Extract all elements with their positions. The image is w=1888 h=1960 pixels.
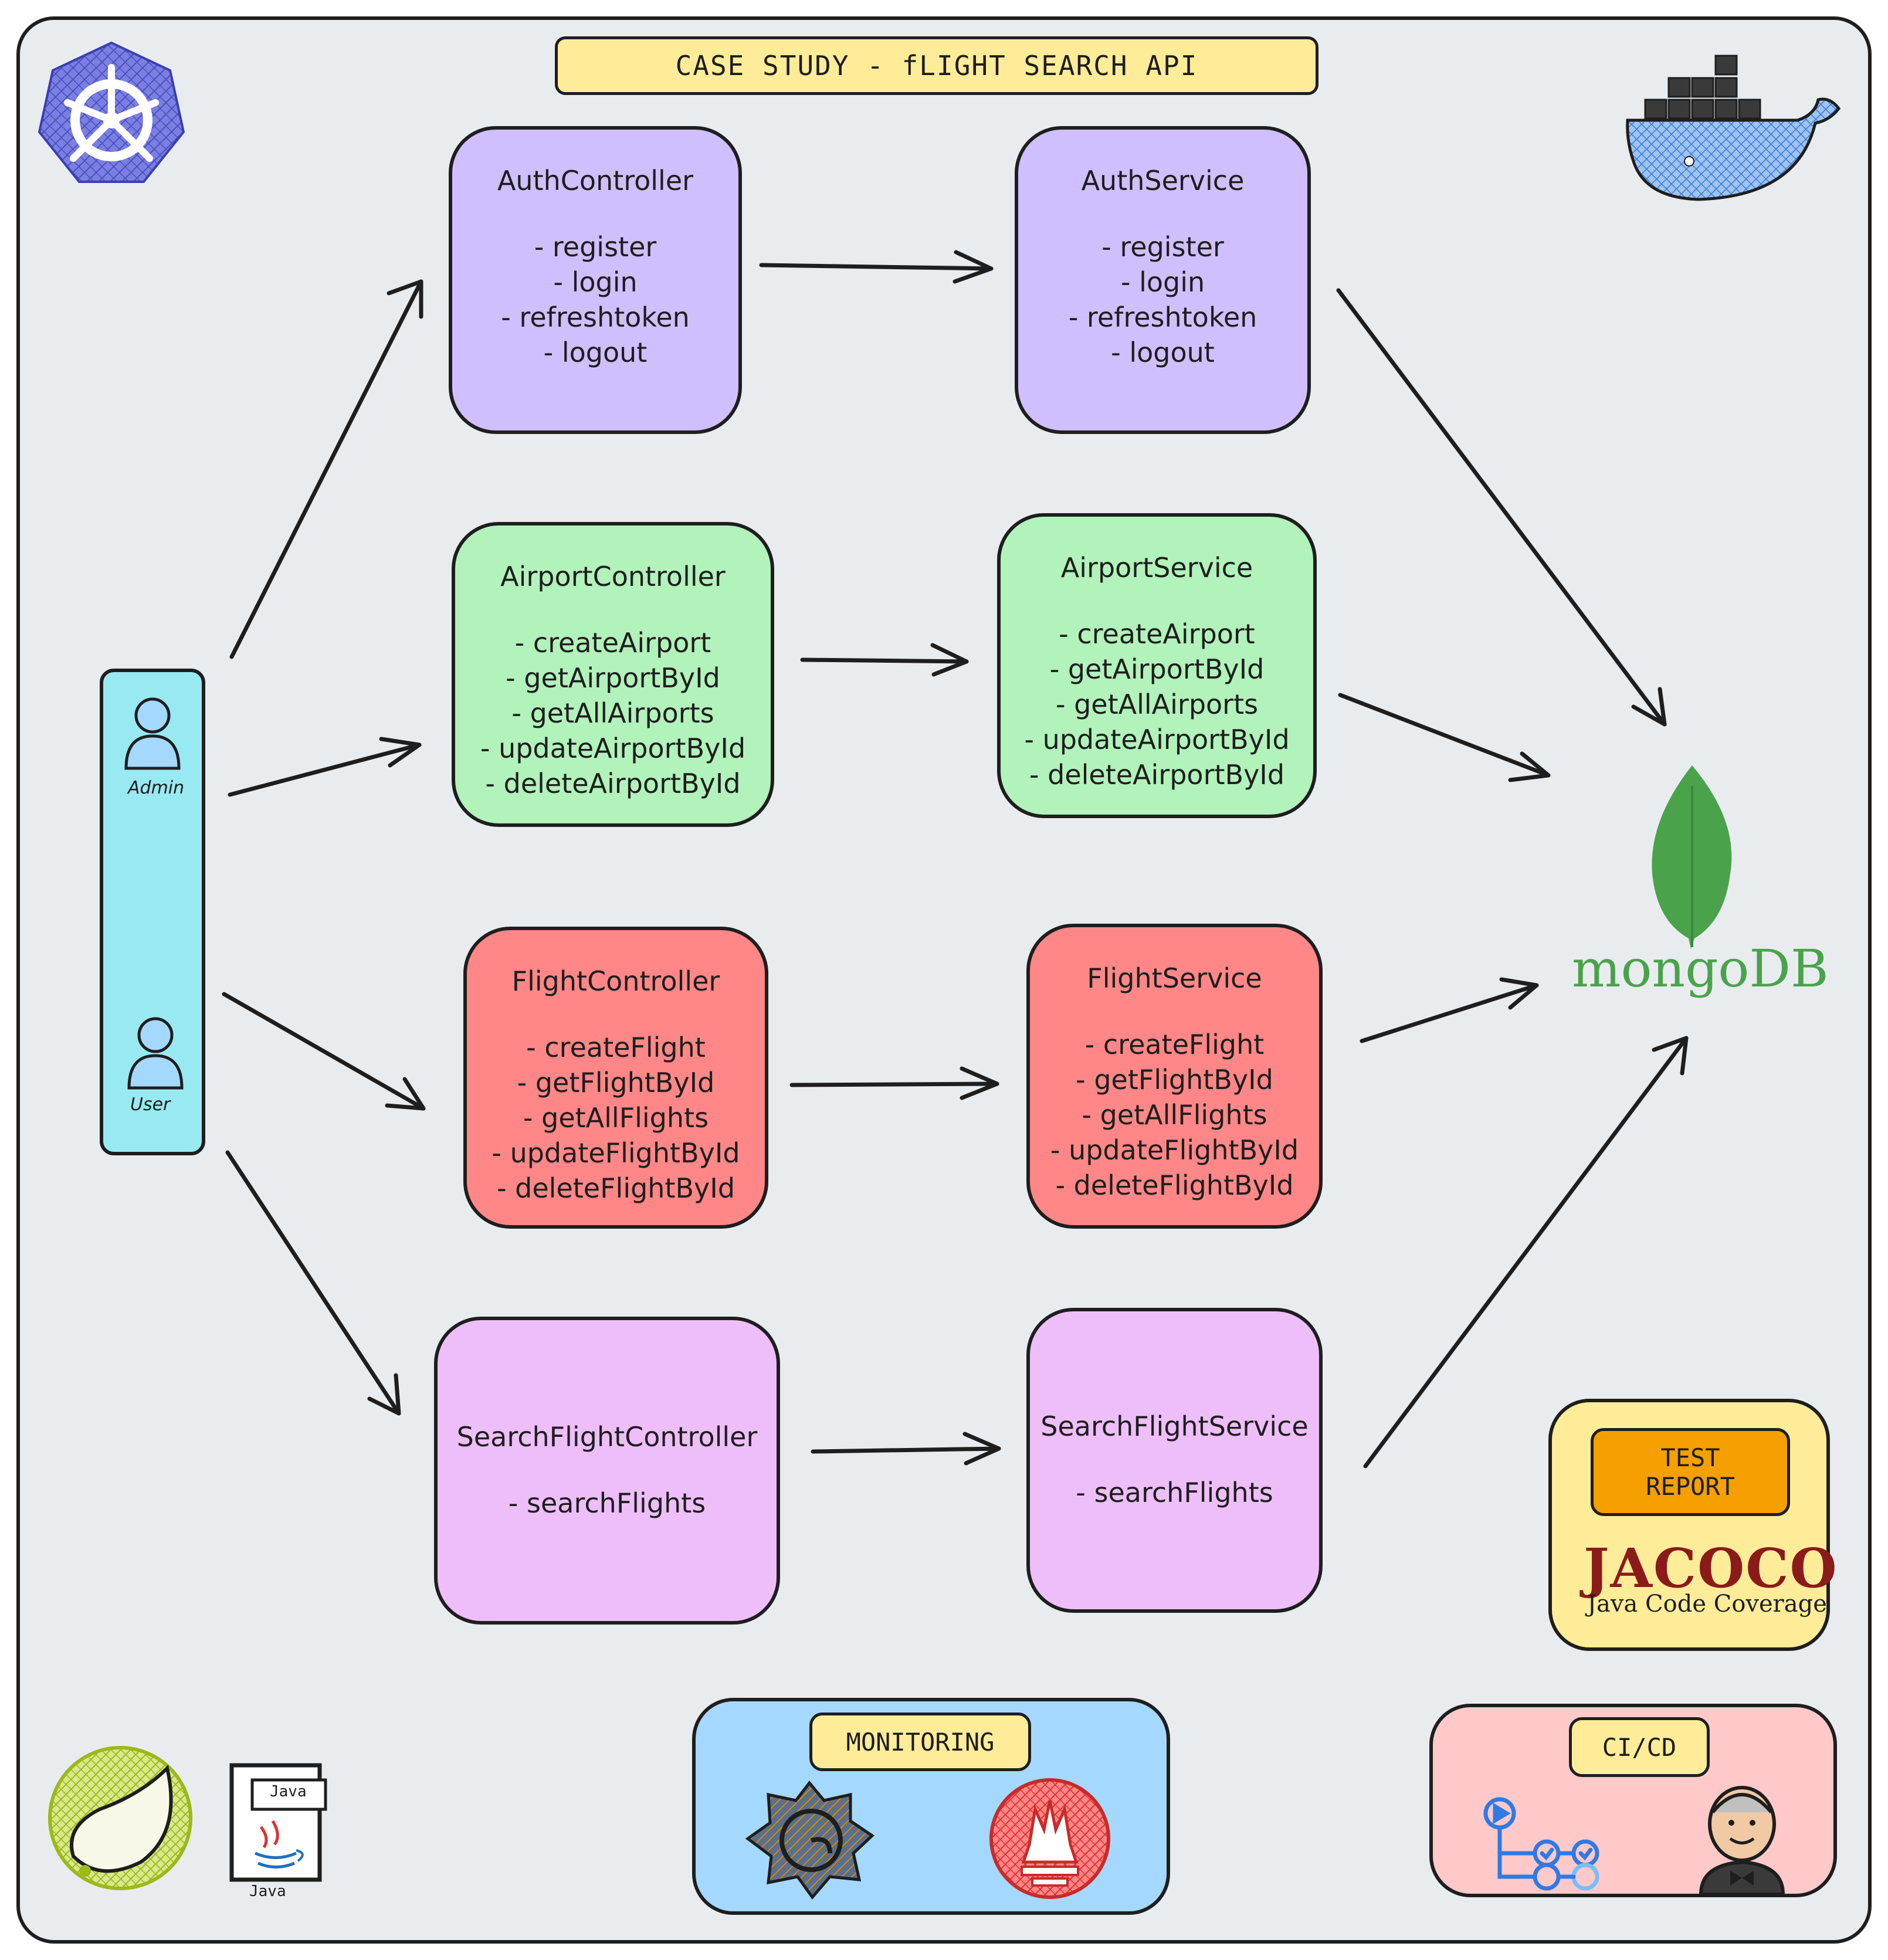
arrowhead bbox=[385, 1077, 426, 1111]
admin-label: Admin bbox=[128, 778, 185, 798]
method-label: - deleteAirportById bbox=[1029, 759, 1285, 791]
arrowhead bbox=[962, 1432, 1001, 1466]
test-label: TEST bbox=[1660, 1443, 1720, 1472]
prometheus-icon bbox=[989, 1778, 1110, 1899]
arrowhead bbox=[1499, 977, 1539, 1010]
method-label: - deleteFlightById bbox=[496, 1172, 735, 1204]
arrow-actor-to-airport bbox=[228, 742, 422, 797]
arrow-search-svc-to-db bbox=[1363, 1036, 1689, 1469]
auth-controller-box: AuthController - register - login - refr… bbox=[449, 126, 742, 434]
arrow-auth-ctrl-to-svc bbox=[759, 263, 994, 271]
method-label: - updateAirportById bbox=[480, 733, 746, 764]
method-label: - logout bbox=[543, 337, 648, 368]
method-label: - createAirport bbox=[514, 627, 711, 659]
github-actions-icon bbox=[1483, 1797, 1599, 1891]
method-label: - getAirportById bbox=[1049, 653, 1265, 685]
jenkins-icon bbox=[1699, 1786, 1785, 1894]
arrow-flight-ctrl-to-svc bbox=[789, 1081, 999, 1087]
flight-service-box: FlightService - createFlight - getFlight… bbox=[1026, 924, 1323, 1229]
jacoco-logo: JACOCO bbox=[1584, 1537, 1838, 1600]
user-label: User bbox=[130, 1094, 171, 1115]
java-top-label: Java bbox=[270, 1783, 307, 1800]
search-flight-controller-box: SearchFlightController - searchFlights bbox=[434, 1317, 780, 1625]
search-flight-service-title: SearchFlightService bbox=[1040, 1410, 1309, 1442]
mongodb-label: mongoDB bbox=[1572, 938, 1829, 999]
method-label: - createFlight bbox=[1084, 1029, 1265, 1060]
arrow-actor-to-flight bbox=[222, 992, 426, 1111]
spring-icon bbox=[48, 1746, 192, 1890]
user-person-icon bbox=[127, 1017, 184, 1090]
method-label: - login bbox=[1120, 266, 1205, 298]
method-label: - deleteFlightById bbox=[1055, 1169, 1294, 1201]
arrow-actor-to-auth bbox=[229, 279, 423, 659]
mongodb-leaf-icon bbox=[1652, 765, 1732, 949]
diagram-title: CASE STUDY - fLIGHT SEARCH API bbox=[555, 36, 1318, 95]
report-label: REPORT bbox=[1646, 1472, 1735, 1501]
airport-controller-box: AirportController - createAirport - getA… bbox=[452, 522, 774, 827]
arrowhead bbox=[1652, 1036, 1689, 1076]
auth-service-box: AuthService - register - login - refresh… bbox=[1015, 126, 1311, 434]
method-label: - searchFlights bbox=[1076, 1477, 1273, 1508]
method-label: - createAirport bbox=[1059, 618, 1255, 650]
admin-person-icon bbox=[124, 697, 181, 770]
arrowhead bbox=[960, 1066, 999, 1100]
monitoring-tag: MONITORING bbox=[809, 1713, 1031, 1771]
java-bottom-label: Java bbox=[249, 1883, 286, 1900]
arrow-auth-svc-to-db bbox=[1336, 288, 1667, 727]
arrowhead bbox=[930, 643, 969, 677]
method-label: - getAllAirports bbox=[511, 697, 714, 729]
cicd-tag: CI/CD bbox=[1569, 1717, 1710, 1777]
method-label: - register bbox=[534, 231, 657, 263]
test-report-tag: TEST REPORT bbox=[1591, 1428, 1790, 1516]
method-label: - updateFlightById bbox=[1050, 1134, 1299, 1166]
method-label: - deleteAirportById bbox=[485, 768, 741, 799]
arrowhead bbox=[953, 250, 994, 284]
airport-service-box: AirportService - createAirport - getAirp… bbox=[997, 513, 1317, 818]
docker-icon bbox=[1626, 55, 1841, 201]
arrow-actor-to-search bbox=[225, 1150, 401, 1416]
method-label: - updateFlightById bbox=[492, 1137, 740, 1169]
auth-service-title: AuthService bbox=[1081, 165, 1245, 196]
arrow-airport-svc-to-db bbox=[1338, 693, 1551, 778]
method-label: - register bbox=[1101, 231, 1224, 263]
grafana-icon bbox=[745, 1780, 874, 1900]
method-label: - createFlight bbox=[526, 1032, 706, 1063]
method-label: - searchFlights bbox=[508, 1487, 706, 1519]
arrowhead bbox=[387, 279, 423, 319]
search-flight-controller-title: SearchFlightController bbox=[456, 1420, 758, 1453]
arrow-airport-ctrl-to-svc bbox=[800, 657, 969, 664]
auth-controller-title: AuthController bbox=[497, 165, 694, 196]
method-label: - logout bbox=[1111, 337, 1215, 368]
arrow-flight-svc-to-db bbox=[1360, 983, 1539, 1043]
method-label: - getAllFlights bbox=[1082, 1099, 1267, 1131]
kubernetes-icon bbox=[38, 41, 185, 183]
arrowhead bbox=[1508, 751, 1551, 782]
arrow-search-ctrl-to-svc bbox=[811, 1446, 1001, 1454]
arrowhead bbox=[1631, 687, 1667, 727]
method-label: - login bbox=[553, 266, 638, 298]
arrowhead bbox=[367, 1373, 401, 1416]
arrowhead bbox=[379, 737, 422, 768]
flight-controller-box: FlightController - createFlight - getFli… bbox=[463, 927, 768, 1229]
method-label: - getFlightById bbox=[1076, 1064, 1273, 1096]
method-label: - updateAirportById bbox=[1024, 724, 1290, 755]
java-icon bbox=[229, 1763, 327, 1882]
method-label: - refreshtoken bbox=[501, 301, 690, 333]
jacoco-subtitle: Java Code Coverage bbox=[1587, 1591, 1827, 1617]
method-label: - refreshtoken bbox=[1068, 301, 1257, 333]
airport-controller-title: AirportController bbox=[500, 561, 726, 592]
method-label: - getFlightById bbox=[517, 1067, 715, 1098]
search-flight-service-box: SearchFlightService - searchFlights bbox=[1026, 1308, 1323, 1613]
airport-service-title: AirportService bbox=[1060, 552, 1253, 584]
method-label: - getAllAirports bbox=[1055, 689, 1259, 720]
method-label: - getAllFlights bbox=[523, 1102, 709, 1134]
flight-controller-title: FlightController bbox=[511, 965, 720, 997]
method-label: - getAirportById bbox=[506, 662, 720, 694]
flight-service-title: FlightService bbox=[1087, 962, 1262, 994]
